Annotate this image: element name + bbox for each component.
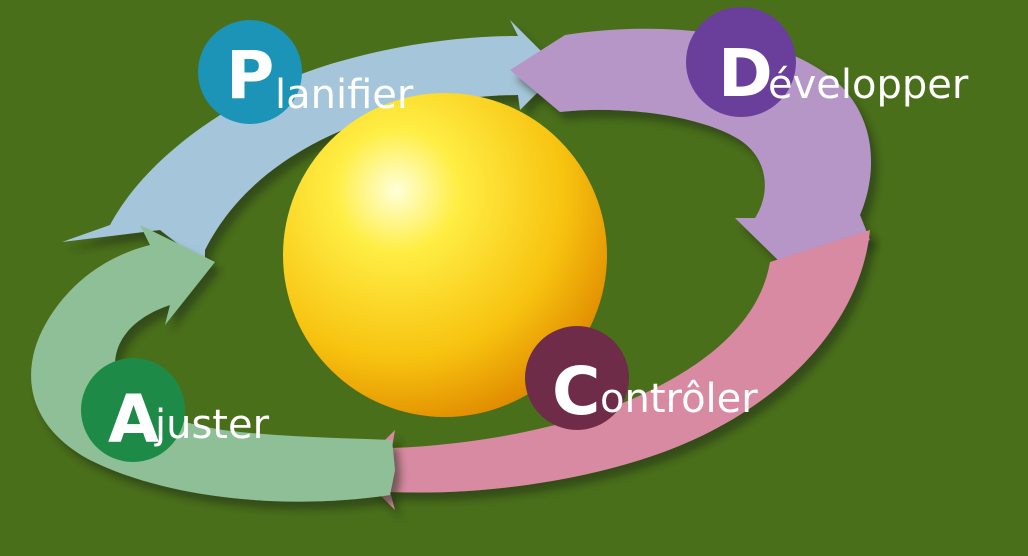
- label-ajuster: juster: [154, 402, 270, 448]
- arrow-planifier: [62, 20, 560, 265]
- badge-ajuster: A juster: [81, 358, 270, 462]
- badge-planifier: P lanifier: [198, 20, 414, 124]
- label-planifier: lanifier: [275, 72, 414, 118]
- sun-sphere: [283, 93, 607, 417]
- letter-controler: C: [552, 353, 600, 430]
- badge-controler: C ontrôler: [525, 326, 758, 430]
- label-controler: ontrôler: [600, 376, 758, 422]
- label-developper: évelopper: [768, 62, 969, 108]
- letter-ajuster: A: [108, 381, 159, 458]
- letter-developper: D: [718, 35, 773, 112]
- arrow-controler: [355, 230, 870, 510]
- badge-developper: D évelopper: [686, 7, 969, 117]
- letter-planifier: P: [226, 37, 274, 114]
